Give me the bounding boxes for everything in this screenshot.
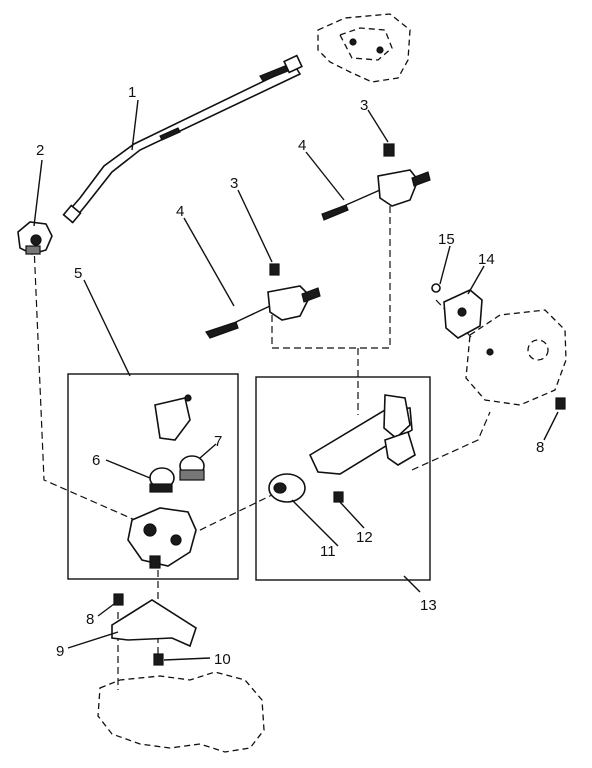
screw-part-8-right [555,397,566,410]
callout-9: 9 [56,643,64,660]
clip-part-15 [431,283,441,293]
callout-13: 13 [420,597,437,614]
callout-3-mid: 3 [230,175,238,192]
valve-bracket [154,394,192,441]
callout-4-mid: 4 [176,203,184,220]
burner-bracket [384,430,416,466]
spud-part-12 [333,491,344,503]
phantom-housing-bottom [97,671,265,753]
callout-12: 12 [356,529,373,546]
leader-lines [33,99,559,661]
callout-3-top: 3 [360,97,368,114]
callout-1: 1 [128,84,136,101]
callout-8-right: 8 [536,439,544,456]
callout-5: 5 [74,265,82,282]
orifice-part-6 [149,467,175,493]
callout-8-left: 8 [86,611,94,628]
burner-tube [308,394,413,475]
igniter-lower [205,285,321,339]
callout-4-top: 4 [298,137,306,154]
valve-assembly-box [67,373,239,580]
phantom-burner-plate [465,309,567,406]
gas-tube [62,54,303,224]
callout-11: 11 [320,543,336,560]
union-fitting [17,221,53,255]
callout-7: 7 [214,433,222,450]
valve-mount-bracket-part-9 [111,599,197,648]
mounting-bracket-part-14 [443,289,483,339]
regulator-part-7 [179,455,205,481]
screw-part-10 [153,653,164,666]
callout-14: 14 [478,251,495,268]
air-shutter-part-11 [268,473,306,503]
gas-valve [127,507,197,569]
burner-assembly-box [255,376,431,581]
screw-part-8-left [113,593,124,606]
screw-mid [269,263,280,276]
callout-15: 15 [438,231,455,248]
callout-2: 2 [36,142,44,159]
connection-lines [33,190,491,690]
screw-top [383,143,395,157]
callout-10: 10 [214,651,231,668]
phantom-bracket-top [317,13,411,83]
igniter-upper [321,169,431,221]
callout-6: 6 [92,452,100,469]
